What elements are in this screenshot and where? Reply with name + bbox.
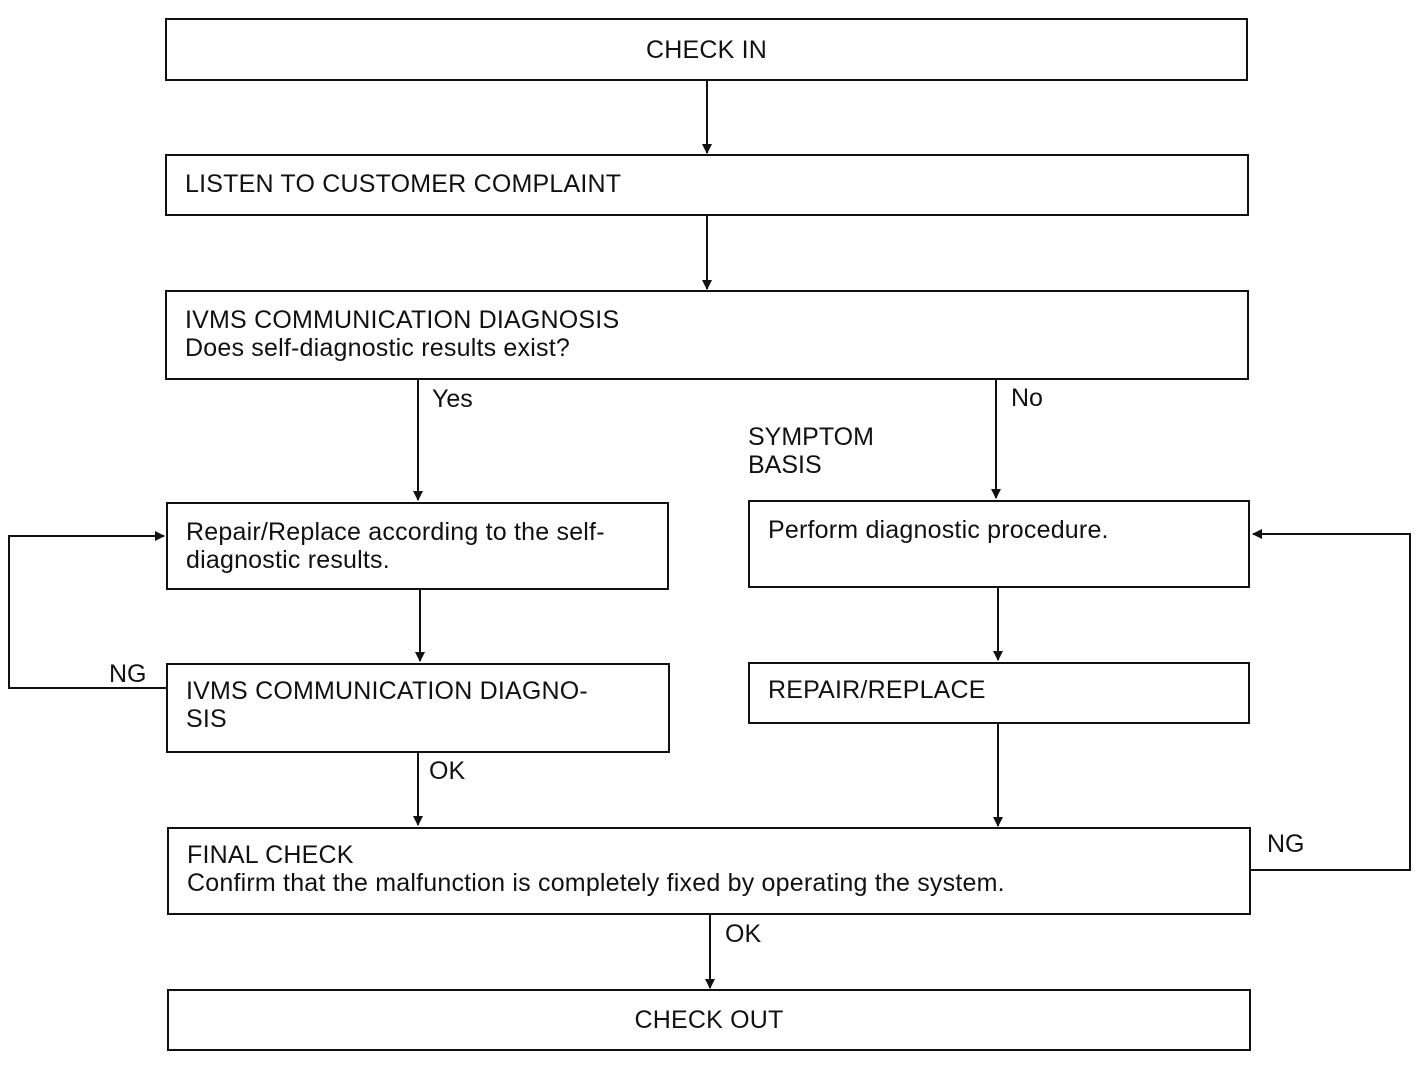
ivms-diagnosis-2-box: IVMS COMMUNICATION DIAGNO- SIS <box>166 663 670 753</box>
final-check-detail: Confirm that the malfunction is complete… <box>187 869 1005 897</box>
ok-left-label: OK <box>429 757 466 785</box>
ivms-diagnosis-title: IVMS COMMUNICATION DIAGNOSIS <box>185 306 620 334</box>
repair-self-diagnostic-box: Repair/Replace according to the self- di… <box>166 502 669 590</box>
ivms-diagnosis-2-line1: IVMS COMMUNICATION DIAGNO- <box>186 677 588 705</box>
perform-procedure-box: Perform diagnostic procedure. <box>748 500 1250 588</box>
arrow-ng-loop-right <box>1251 529 1411 871</box>
check-out-text: CHECK OUT <box>634 1006 784 1034</box>
arrow-ng-loop-left <box>8 531 167 689</box>
no-label: No <box>1011 384 1043 412</box>
check-out-box: CHECK OUT <box>167 989 1251 1051</box>
ok-bottom-label: OK <box>725 920 762 948</box>
repair-replace-text: REPAIR/REPLACE <box>768 676 986 704</box>
repair-replace-box: REPAIR/REPLACE <box>748 662 1250 724</box>
ivms-diagnosis-2-line2: SIS <box>186 705 227 733</box>
ivms-diagnosis-box: IVMS COMMUNICATION DIAGNOSIS Does self-d… <box>165 290 1249 380</box>
symptom-basis-label-line1: SYMPTOM <box>748 423 874 451</box>
ng-left-label: NG <box>109 660 147 688</box>
perform-procedure-text: Perform diagnostic procedure. <box>768 516 1109 544</box>
symptom-basis-label-line2: BASIS <box>748 451 822 479</box>
repair-self-diagnostic-line1: Repair/Replace according to the self- <box>186 518 605 546</box>
repair-self-diagnostic-line2: diagnostic results. <box>186 546 390 574</box>
final-check-box: FINAL CHECK Confirm that the malfunction… <box>167 827 1251 915</box>
final-check-title: FINAL CHECK <box>187 841 354 869</box>
listen-complaint-box: LISTEN TO CUSTOMER COMPLAINT <box>165 154 1249 216</box>
ng-right-label: NG <box>1267 830 1305 858</box>
ivms-diagnosis-question: Does self-diagnostic results exist? <box>185 334 570 362</box>
listen-complaint-text: LISTEN TO CUSTOMER COMPLAINT <box>185 170 622 198</box>
yes-label: Yes <box>432 385 473 413</box>
check-in-text: CHECK IN <box>645 35 768 64</box>
check-in-box: CHECK IN <box>165 18 1248 81</box>
